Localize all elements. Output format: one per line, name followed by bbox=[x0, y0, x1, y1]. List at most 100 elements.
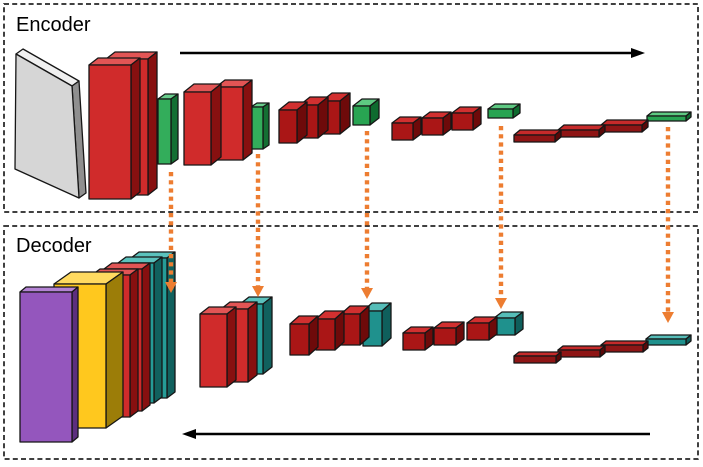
decoder-stage3-conv1-red bbox=[289, 315, 319, 356]
skip-arrow-2 bbox=[252, 154, 264, 297]
block-side-face bbox=[262, 296, 273, 375]
skip-arrow-5 bbox=[662, 127, 674, 323]
encoder-stage4-pool-green bbox=[487, 103, 521, 119]
block-front-face bbox=[646, 115, 687, 122]
block-top-face bbox=[19, 286, 79, 293]
decoder-panel-border bbox=[3, 225, 699, 460]
skip-arrow-1 bbox=[165, 172, 177, 293]
block-front-face bbox=[402, 332, 426, 351]
skip-arrow-head bbox=[165, 282, 177, 293]
decoder-stage4-skip-teal bbox=[493, 311, 524, 336]
encoder-stage2-conv1-red bbox=[183, 83, 222, 166]
block-front-face bbox=[289, 323, 310, 356]
block-front-face bbox=[557, 349, 601, 358]
flow-arrow-head bbox=[182, 429, 196, 439]
skip-arrow-4 bbox=[495, 126, 507, 309]
block-front-face bbox=[433, 327, 457, 346]
skip-arrow-head bbox=[495, 298, 507, 309]
block-side-face bbox=[339, 92, 351, 135]
encoder-stage5-conv1-red bbox=[513, 129, 562, 143]
block-side-face bbox=[141, 262, 151, 412]
block-front-face bbox=[513, 134, 556, 143]
encoder-label: Encoder bbox=[16, 14, 91, 36]
block-side-face bbox=[153, 256, 163, 404]
block-top-face bbox=[600, 119, 649, 126]
panels-layer bbox=[3, 3, 699, 460]
block-front-face bbox=[157, 98, 172, 165]
block-front-face bbox=[451, 112, 474, 131]
encoder-stage1-conv1-red bbox=[88, 57, 141, 200]
block-side-face bbox=[247, 301, 258, 383]
block-front-face bbox=[250, 106, 264, 150]
block-side-face bbox=[71, 286, 79, 443]
block-side-face bbox=[242, 79, 253, 161]
block-front-face bbox=[88, 64, 132, 200]
block-front-face bbox=[600, 344, 644, 353]
encoder-stage5-conv2-red bbox=[557, 124, 606, 138]
block-side-face bbox=[147, 51, 158, 196]
block-front-face bbox=[278, 109, 298, 144]
block-front-face bbox=[183, 91, 212, 166]
decoder-stage4-conv2-red bbox=[433, 321, 465, 346]
decoder-stage5-conv3-red bbox=[600, 340, 649, 353]
block-front-face bbox=[19, 291, 73, 443]
flow-arrows-layer bbox=[180, 48, 650, 439]
block-front-face bbox=[391, 122, 414, 141]
decoder-stage5-conv2-red bbox=[557, 345, 606, 358]
block-front-face bbox=[487, 108, 514, 119]
decoder-stage4-conv3-red bbox=[466, 316, 498, 341]
decoder-stage5-conv1-red bbox=[513, 351, 562, 364]
block-front-face bbox=[513, 355, 557, 364]
block-front-face bbox=[557, 129, 600, 138]
decoder-stage3-conv3-red bbox=[340, 305, 370, 346]
block-side-face bbox=[210, 83, 222, 166]
block-side-face bbox=[130, 57, 141, 200]
skip-arrow-head bbox=[662, 312, 674, 323]
block-front-face bbox=[466, 322, 490, 341]
decoder-stage5-skip-teal bbox=[645, 334, 692, 346]
encoder-stage4-conv1-red bbox=[391, 116, 422, 141]
block-side-face bbox=[381, 302, 392, 347]
block-front-face bbox=[352, 105, 371, 126]
block-side-face bbox=[317, 96, 329, 139]
decoder-stage2-conv1-red bbox=[199, 306, 237, 388]
skip-arrow-head bbox=[252, 286, 264, 297]
skip-arrows-layer bbox=[165, 126, 674, 323]
block-front-face bbox=[645, 338, 687, 346]
encoder-stage5-conv3-red bbox=[600, 119, 649, 133]
block-side-face bbox=[262, 102, 270, 150]
flow-arrow-head bbox=[631, 48, 645, 58]
encoder-stage2-conv2-red bbox=[215, 79, 253, 161]
encoder-stage4-conv3-red bbox=[451, 106, 482, 131]
encoder-stage3-pool-green bbox=[352, 98, 380, 126]
block-side-face bbox=[129, 268, 139, 418]
encoder-panel-border bbox=[3, 3, 699, 213]
block-side-face bbox=[296, 101, 308, 144]
encoder-stage2-pool-green bbox=[250, 102, 270, 150]
block-front-face bbox=[14, 53, 80, 199]
encoder-stage3-conv1-red bbox=[278, 101, 308, 144]
decoder-flow-arrow bbox=[182, 429, 650, 439]
encoder-stage1-pool-green bbox=[157, 93, 179, 165]
block-top-face bbox=[513, 129, 562, 136]
skip-arrow-3 bbox=[361, 131, 373, 299]
block-front-face bbox=[600, 124, 643, 133]
block-top-face bbox=[557, 124, 606, 131]
encoder-stage4-conv2-red bbox=[421, 111, 452, 136]
decoder-stage1-plate-purple bbox=[19, 286, 79, 443]
block-side-face bbox=[105, 271, 124, 429]
block-front-face bbox=[421, 117, 444, 136]
skip-arrow-head bbox=[361, 288, 373, 299]
encoder-flow-arrow bbox=[180, 48, 645, 58]
blocks-layer bbox=[14, 48, 692, 443]
block-front-face bbox=[199, 313, 228, 388]
block-front-face bbox=[315, 318, 336, 351]
input-image-plate bbox=[14, 48, 87, 199]
encoder-stage5-pool-green bbox=[646, 111, 692, 122]
block-side-face bbox=[226, 306, 237, 388]
decoder-label: Decoder bbox=[16, 235, 92, 257]
decoder-stage4-conv1-red bbox=[402, 326, 434, 351]
decoder-stage3-conv2-red bbox=[315, 310, 345, 351]
